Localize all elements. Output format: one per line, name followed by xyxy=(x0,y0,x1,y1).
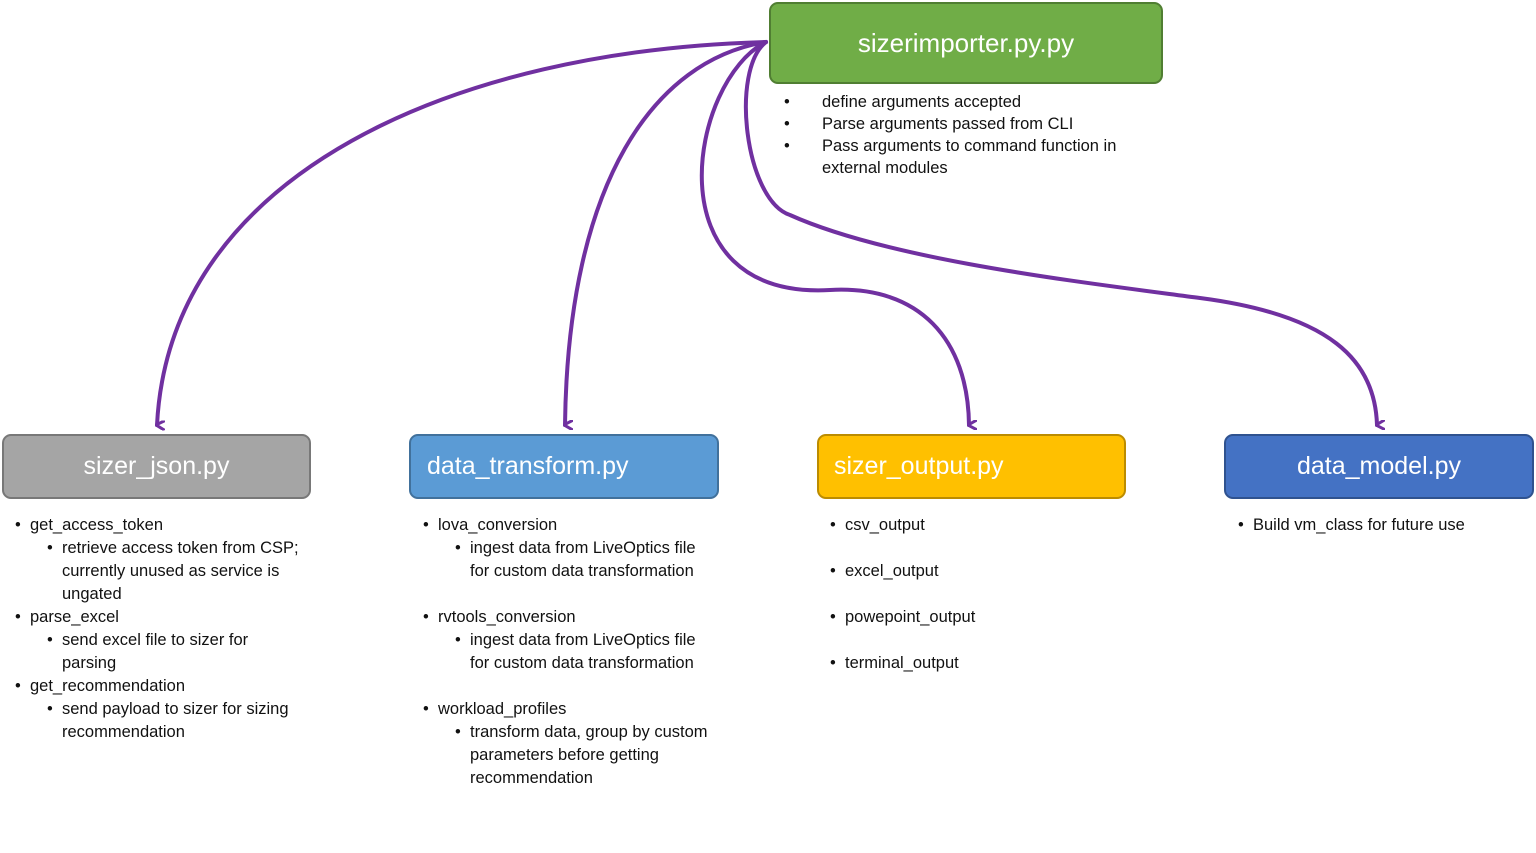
sizer-output-title: sizer_output.py xyxy=(834,452,1004,480)
function-detail: ingest data from LiveOptics file for cus… xyxy=(410,537,710,583)
arrow-main-to-data-transform xyxy=(565,40,768,425)
data-model-notes: Build vm_class for future use xyxy=(1225,514,1525,537)
sizerimporter-notes: define arguments accepted Parse argument… xyxy=(782,91,1152,179)
data-transform-node: data_transform.py xyxy=(409,434,719,499)
sizer-output-notes: csv_output excel_output powepoint_output… xyxy=(817,514,1117,675)
function-name: csv_output xyxy=(817,514,1117,537)
function-name: parse_excel xyxy=(2,606,302,629)
sizer-json-notes: get_access_token retrieve access token f… xyxy=(2,514,302,744)
function-detail: transform data, group by custom paramete… xyxy=(410,721,710,790)
sizer-output-node: sizer_output.py xyxy=(817,434,1126,499)
sizerimporter-node: sizerimporter.py.py xyxy=(769,2,1163,84)
arrow-main-to-sizer-json xyxy=(157,40,768,425)
data-transform-notes: lova_conversion ingest data from LiveOpt… xyxy=(410,514,710,790)
function-name: Build vm_class for future use xyxy=(1225,514,1525,537)
sizer-json-node: sizer_json.py xyxy=(2,434,311,499)
arrow-main-to-data-model xyxy=(743,40,1377,425)
note-item: Parse arguments passed from CLI xyxy=(782,113,1152,135)
function-name: lova_conversion xyxy=(410,514,710,537)
data-model-title: data_model.py xyxy=(1296,452,1461,480)
data-transform-title: data_transform.py xyxy=(427,452,629,480)
sizer-json-title: sizer_json.py xyxy=(83,452,230,480)
function-name: workload_profiles xyxy=(410,698,710,721)
function-name: rvtools_conversion xyxy=(410,606,710,629)
data-model-node: data_model.py xyxy=(1224,434,1534,499)
function-detail: ingest data from LiveOptics file for cus… xyxy=(410,629,710,675)
note-item: Pass arguments to command function in ex… xyxy=(782,135,1152,179)
note-item: define arguments accepted xyxy=(782,91,1152,113)
function-name: excel_output xyxy=(817,560,1117,583)
sizerimporter-title: sizerimporter.py.py xyxy=(857,28,1075,58)
function-detail: send excel file to sizer for parsing xyxy=(2,629,302,675)
function-detail: send payload to sizer for sizing recomme… xyxy=(2,698,302,744)
function-name: get_access_token xyxy=(2,514,302,537)
function-name: terminal_output xyxy=(817,652,1117,675)
function-name: powepoint_output xyxy=(817,606,1117,629)
arrow-main-to-sizer-output xyxy=(699,40,969,425)
function-name: get_recommendation xyxy=(2,675,302,698)
function-detail: retrieve access token from CSP; currentl… xyxy=(2,537,302,606)
